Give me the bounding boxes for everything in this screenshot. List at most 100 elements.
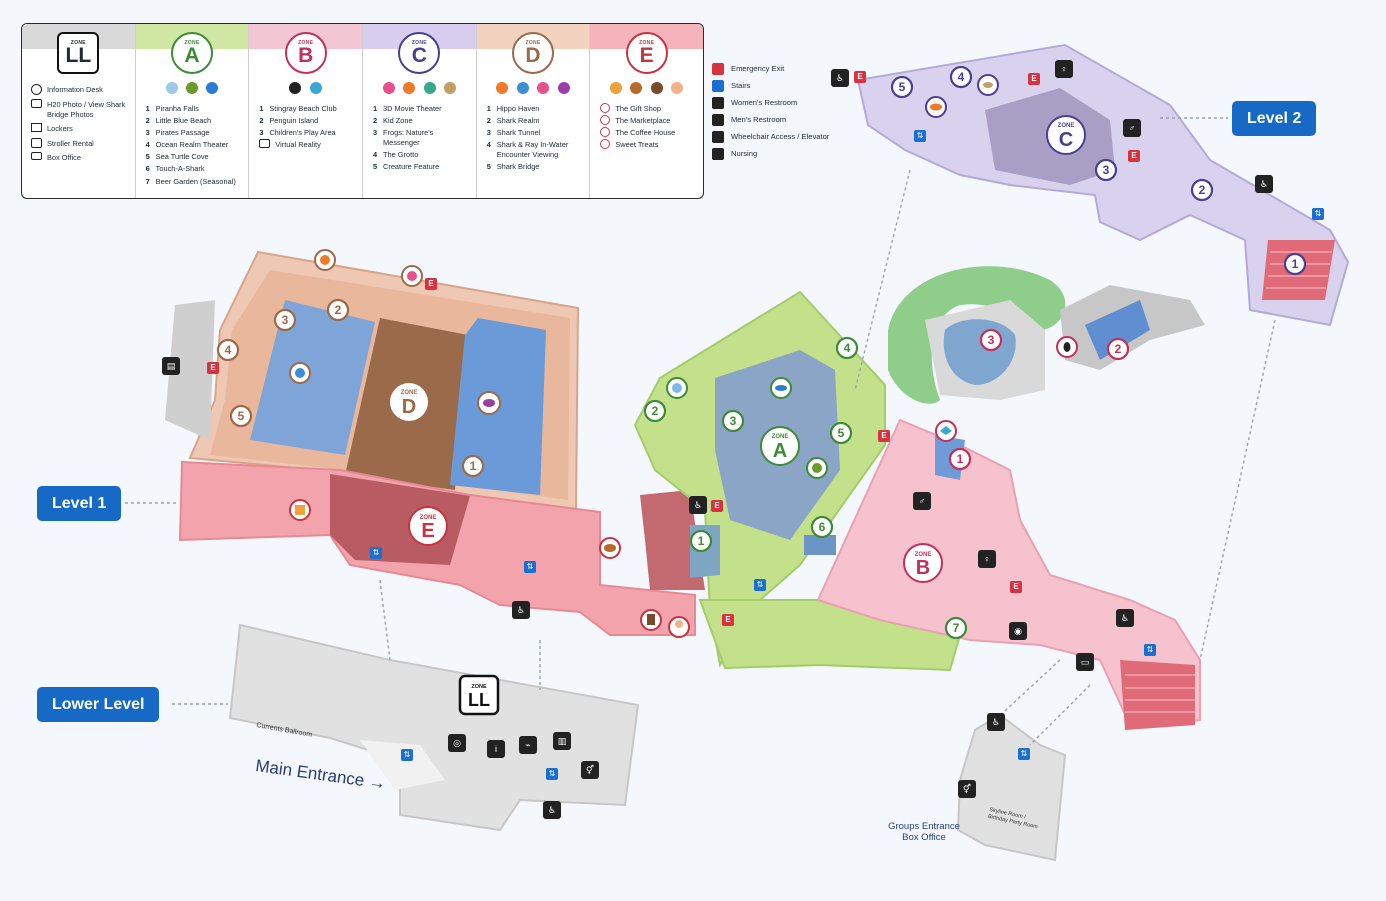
emergency-exit-6[interactable]: E xyxy=(1010,581,1022,593)
pin-zone-c-4[interactable]: 4 xyxy=(949,65,973,89)
jellyfish-icon[interactable] xyxy=(401,265,423,287)
pin-zone-a-2[interactable]: 2 xyxy=(643,399,667,423)
legend-ll-lockers: Lockers xyxy=(31,123,131,134)
pin-zone-a-1[interactable]: 1 xyxy=(689,529,713,553)
womens-restroom-icon-c[interactable]: ♀ xyxy=(1055,60,1073,78)
stairs-icon-5[interactable]: ⇅ xyxy=(1312,208,1324,220)
restroom-icon-ll[interactable]: ⚥ xyxy=(581,761,599,779)
legend-ll-lockers-label: Lockers xyxy=(47,124,73,133)
pin-zone-a-7[interactable]: 7 xyxy=(944,616,968,640)
level-2-label[interactable]: Level 2 xyxy=(1232,101,1317,136)
pin-zone-a-6[interactable]: 6 xyxy=(810,515,834,539)
penguin-icon[interactable] xyxy=(1056,336,1078,358)
level-connector-lines xyxy=(125,117,1276,746)
locker-icon-ll[interactable]: ▥ xyxy=(553,732,571,750)
zone-b-badge[interactable]: ZONE B xyxy=(903,543,943,583)
pin-zone-d-5[interactable]: 5 xyxy=(229,404,253,428)
zone-d-area[interactable] xyxy=(165,250,580,512)
emergency-exit-9[interactable]: E xyxy=(1128,150,1140,162)
fish-icon[interactable] xyxy=(925,96,947,118)
hippo-icon[interactable] xyxy=(477,391,501,415)
info-icon-ll[interactable]: i xyxy=(487,740,505,758)
stroller-icon-ll[interactable]: ⌁ xyxy=(519,736,537,754)
crab-icon[interactable] xyxy=(314,249,336,271)
stairs-icon-3[interactable]: ⇅ xyxy=(754,579,766,591)
map-legend: ZONE LL Information Desk H20 Photo / Vie… xyxy=(21,23,704,199)
box-office-icon[interactable]: ▤ xyxy=(162,357,180,375)
zone-letter: LL xyxy=(65,44,92,67)
level-1-label[interactable]: Level 1 xyxy=(37,486,122,521)
emergency-exit-3[interactable]: E xyxy=(711,500,723,512)
turtle-icon[interactable] xyxy=(806,457,828,479)
wheelchair-icon xyxy=(712,130,724,143)
mens-restroom-icon-c[interactable]: ♂ xyxy=(1123,119,1141,137)
zone-e-badge[interactable]: ZONE E xyxy=(408,506,448,546)
zone-c-badge[interactable]: ZONE C xyxy=(1046,115,1086,155)
jellyfish-green-icon[interactable] xyxy=(666,377,688,399)
zone-a-badge[interactable]: ZONE A xyxy=(760,426,800,466)
womens-restroom-icon-b[interactable]: ♀ xyxy=(978,550,996,568)
lower-level-area[interactable] xyxy=(228,623,640,832)
pin-zone-a-3[interactable]: 3 xyxy=(721,409,745,433)
dolphin-icon[interactable] xyxy=(289,362,311,384)
wheelchair-icon-l2a[interactable]: ♿ xyxy=(831,69,849,87)
wheelchair-icon-l1a[interactable]: ♿ xyxy=(512,601,530,619)
legend-zone-d-icons xyxy=(477,81,590,97)
nursing-icon-b[interactable]: ◉ xyxy=(1009,622,1027,640)
pin-zone-d-4[interactable]: 4 xyxy=(216,338,240,362)
camera-icon-ll[interactable]: ◎ xyxy=(448,734,466,752)
coffee-icon[interactable] xyxy=(640,609,662,631)
pin-zone-c-2[interactable]: 2 xyxy=(1190,178,1214,202)
pin-zone-c-5[interactable]: 5 xyxy=(890,75,914,99)
emergency-exit-8[interactable]: E xyxy=(1028,73,1040,85)
wheelchair-icon-l1b[interactable]: ♿ xyxy=(689,496,707,514)
mens-restroom-icon-b[interactable]: ♂ xyxy=(913,492,931,510)
emergency-exit-2[interactable]: E xyxy=(425,278,437,290)
zone-word: ZONE xyxy=(184,40,200,46)
shark-icon[interactable] xyxy=(770,377,792,399)
pin-zone-b-2[interactable]: 2 xyxy=(1106,337,1130,361)
stairs-icon-8[interactable]: ⇅ xyxy=(546,768,558,780)
stairs-icon-1[interactable]: ⇅ xyxy=(370,547,382,559)
wheelchair-icon-b[interactable]: ♿ xyxy=(1116,609,1134,627)
gift-icon[interactable] xyxy=(289,499,311,521)
stairs-icon-2[interactable]: ⇅ xyxy=(524,561,536,573)
pin-zone-d-3[interactable]: 3 xyxy=(273,308,297,332)
legend-a-5-label: Sea Turtle Cove xyxy=(155,152,209,162)
pin-zone-c-3[interactable]: 3 xyxy=(1094,158,1118,182)
restroom-icon-groups[interactable]: ⚥ xyxy=(958,780,976,798)
zone-d-badge[interactable]: ZONE D xyxy=(390,383,428,421)
stairs-icon-4[interactable]: ⇅ xyxy=(914,130,926,142)
pin-zone-d-2[interactable]: 2 xyxy=(326,298,350,322)
emergency-exit-7[interactable]: E xyxy=(854,71,866,83)
emergency-exit-5[interactable]: E xyxy=(722,614,734,626)
vr-icon-b[interactable]: ▭ xyxy=(1076,653,1094,671)
stairs-icon-7[interactable]: ⇅ xyxy=(401,749,413,761)
legend-e-3-label: The Coffee House xyxy=(615,128,676,138)
lower-level-label[interactable]: Lower Level xyxy=(37,687,160,722)
wheelchair-icon-groups[interactable]: ♿ xyxy=(987,713,1005,731)
burger-icon[interactable] xyxy=(599,537,621,559)
pin-zone-a-5[interactable]: 5 xyxy=(829,421,853,445)
emergency-exit-4[interactable]: E xyxy=(878,430,890,442)
stairs-icon-6[interactable]: ⇅ xyxy=(1144,644,1156,656)
ice-cream-icon[interactable] xyxy=(668,616,690,638)
wheelchair-icon-l2b[interactable]: ♿ xyxy=(1255,175,1273,193)
zone-ll-badge[interactable]: ZONE LL xyxy=(458,674,500,716)
stairs-icon-9[interactable]: ⇅ xyxy=(1018,748,1030,760)
zone-b-area[interactable] xyxy=(816,418,1201,730)
svg-text:4: 4 xyxy=(958,70,965,84)
pin-zone-c-1[interactable]: 1 xyxy=(1283,252,1307,276)
pin-zone-d-1[interactable]: 1 xyxy=(461,454,485,478)
wheelchair-icon-ll[interactable]: ♿ xyxy=(543,801,561,819)
outdoor-habitat-area[interactable] xyxy=(888,266,1205,404)
stingray-icon[interactable] xyxy=(935,420,957,442)
shell-icon[interactable] xyxy=(977,74,999,96)
pin-zone-b-3[interactable]: 3 xyxy=(979,328,1003,352)
emergency-exit-1[interactable]: E xyxy=(207,362,219,374)
pin-zone-b-1[interactable]: 1 xyxy=(948,447,972,471)
pin-zone-a-4[interactable]: 4 xyxy=(835,336,859,360)
